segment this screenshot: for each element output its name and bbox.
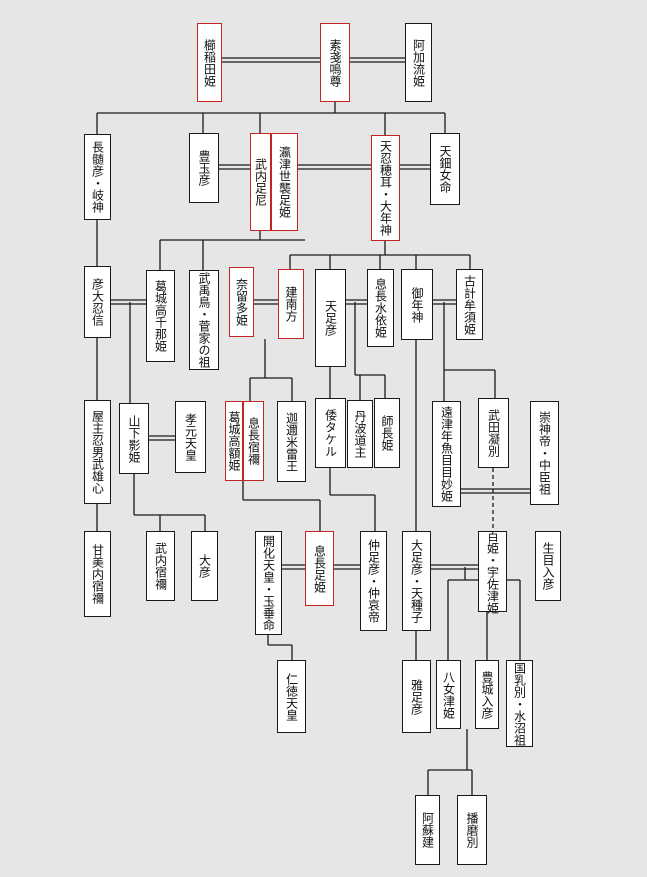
- node-kushinada: 櫛稲田姫: [197, 23, 222, 102]
- node-aso: 阿蘇建: [415, 795, 440, 865]
- node-hikoo: 彦大忍信: [84, 266, 111, 338]
- node-otarashi: 大足彦・天種子: [402, 531, 431, 631]
- node-okinaga-sukune: 息長宿禰: [243, 401, 264, 481]
- node-okinaga-mizuyori: 息長水依姫: [367, 269, 394, 347]
- node-amenomakama: 天鈿女命: [430, 133, 460, 205]
- node-sujin: 崇神帝・中臣祖: [530, 401, 559, 505]
- node-nintoku: 仁徳天皇: [277, 660, 306, 733]
- node-susanoo: 素戔嗚尊: [320, 23, 350, 102]
- node-kohana: 古計牟須姫: [456, 269, 483, 340]
- node-takeminakata: 建南方: [278, 269, 304, 339]
- node-narumata: 奈留多姫: [229, 267, 254, 337]
- node-yamato-takeru: 倭タケル: [315, 398, 346, 468]
- node-okinaga-katsuragi: 葛城高額姫: [225, 401, 243, 481]
- node-masaru: 雅足彦: [402, 660, 431, 733]
- node-chuai: 仲足彦・仲哀帝: [360, 531, 387, 631]
- node-yanushi: 屋主忍男武雄心: [84, 400, 111, 504]
- node-takeda: 武田凝別: [478, 398, 509, 468]
- node-akaru: 阿加流姫: [405, 23, 432, 102]
- node-mitoshi: 御年神: [401, 269, 433, 340]
- node-amenooshiho: 天忍穂耳・大年神: [371, 135, 400, 241]
- node-toyoki: 豊城入彦: [475, 660, 499, 729]
- node-tootsu: 遠津年魚目目妙姫: [432, 401, 461, 507]
- node-takehasa: 武禹鳥・菅家の祖: [189, 270, 219, 370]
- node-nagasune: 長髄彦・岐神: [84, 134, 111, 220]
- node-harima: 播磨別: [457, 795, 487, 865]
- node-okinaga-tarashi: 息長足姫: [305, 531, 334, 606]
- node-setsuhime: 瀛津世襲足姫: [271, 133, 298, 231]
- node-ohiko: 大彦: [191, 531, 218, 601]
- node-morooshi: 師長姫: [374, 398, 400, 468]
- node-momohime: 百姫・宇佐津姫: [478, 530, 507, 614]
- node-kanoraimo: 迦邇米雷王: [277, 401, 306, 482]
- node-yamashita-kage: 山下影姫: [119, 403, 149, 474]
- node-katsuragi-tachina: 葛城高千那姫: [146, 270, 175, 362]
- node-kunichiwake: 国乳別・水沼祖: [506, 660, 533, 747]
- node-kaika: 開化天皇・玉垂命: [255, 531, 282, 635]
- node-kogen: 孝元天皇: [175, 401, 206, 473]
- node-takeuchi: 武内足尼: [250, 133, 271, 231]
- node-yamezu: 八女津姫: [436, 660, 461, 729]
- node-takeuchi-sukune: 武内宿禰: [146, 531, 175, 601]
- node-umashi: 甘美内宿禰: [84, 531, 111, 617]
- node-tanba: 丹波道主: [347, 400, 373, 468]
- node-toyotama: 豊玉彦: [189, 133, 219, 203]
- node-ikume: 生目入彦: [535, 531, 561, 601]
- node-amatarashi: 天足彦: [315, 269, 346, 367]
